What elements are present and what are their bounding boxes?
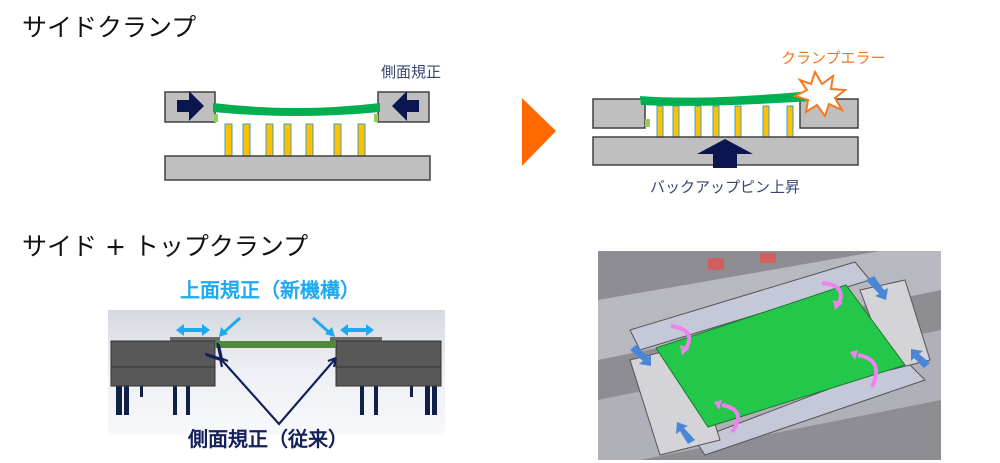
left-clamp-block [110, 340, 216, 387]
side-clamp-pointer-arrows [220, 358, 337, 426]
guide-pad [374, 114, 378, 122]
side-clamp-label: 側面規正（従来） [187, 427, 348, 451]
guide-pad [645, 119, 650, 127]
top-clamp-label: 上面規正（新機構） [180, 278, 360, 302]
left-arrow-icon [392, 91, 419, 121]
transition-arrow-icon [522, 98, 556, 166]
backup-pins [656, 105, 794, 138]
board [655, 284, 906, 428]
section2-title: サイド + トップクランプ [22, 232, 308, 261]
side-push-arrows [630, 276, 930, 444]
cyan-arrows [176, 316, 374, 337]
collision-burst-icon [792, 69, 848, 119]
backup-pins [224, 123, 366, 157]
board [215, 341, 336, 348]
guide-pad [214, 114, 218, 122]
clamp-error-diagram: クランプエラー バックアップピン上昇 [592, 49, 886, 196]
side-clamp-diagram: 側面規正 [164, 63, 441, 181]
top-clamp-rotate-arrows [670, 281, 879, 434]
top-clamp-plate [330, 337, 382, 342]
top-clamp-plate [170, 337, 220, 342]
lifted-board [640, 91, 812, 106]
up-arrow-icon [697, 139, 753, 168]
right-clamp-block [799, 98, 859, 129]
base-plate [164, 155, 431, 181]
left-clamp-block [592, 98, 646, 129]
right-clamp-block [335, 340, 442, 387]
side-label: 側面規正 [381, 63, 441, 81]
side-top-clamp-crosssection: 上面規正（新機構） 側面規正（従来） [108, 278, 445, 451]
clamp-error-label: クランプエラー [781, 49, 886, 67]
board [213, 103, 380, 116]
section1-title: サイドクランプ [22, 13, 196, 42]
right-arrow-icon [177, 91, 204, 121]
clamp-3d-render [598, 251, 941, 460]
backup-pin-label: バックアップピン上昇 [650, 178, 800, 196]
